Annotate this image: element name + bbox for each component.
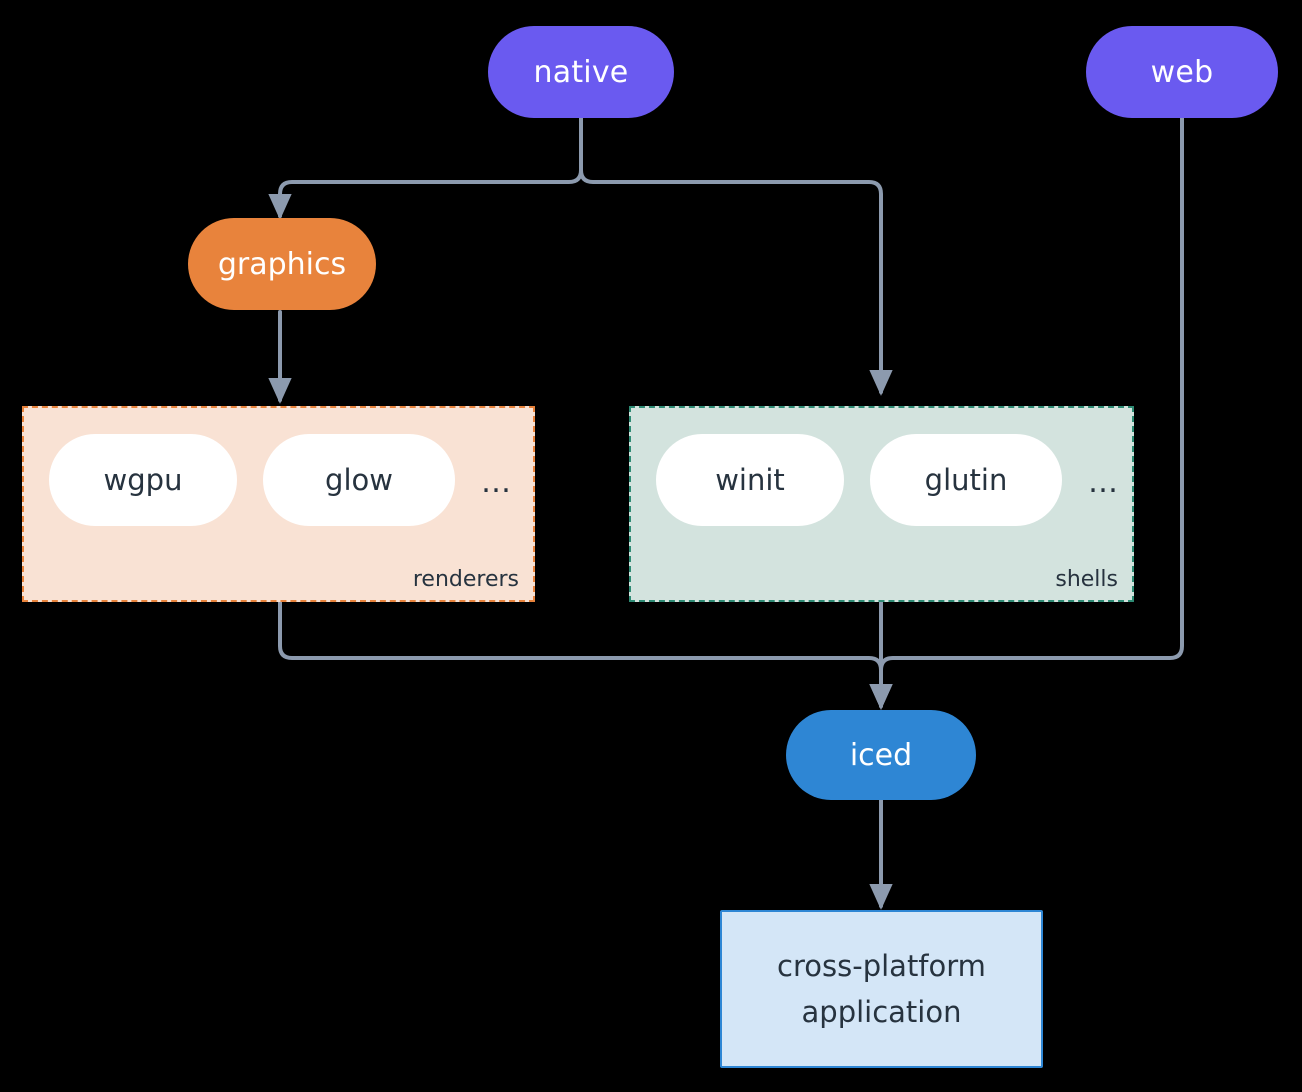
node-glow-label: glow — [325, 463, 393, 497]
application-line-1: cross-platform — [777, 948, 986, 983]
edge-web-iced — [869, 114, 1184, 710]
node-web-label: web — [1150, 54, 1214, 90]
shells-overflow-ellipsis: … — [1088, 465, 1118, 500]
node-winit[interactable]: winit — [656, 434, 844, 526]
node-native[interactable]: native — [488, 26, 674, 118]
application-line-2: application — [801, 995, 962, 1029]
renderers-overflow-ellipsis: … — [481, 465, 511, 500]
cluster-renderers-label: renderers — [412, 567, 519, 592]
edge-native-shells — [579, 114, 893, 396]
node-iced-label: iced — [849, 737, 913, 773]
cluster-shells-label: shells — [1055, 567, 1118, 592]
node-winit-label: winit — [715, 463, 785, 497]
node-wgpu-label: wgpu — [103, 463, 183, 497]
node-glow[interactable]: glow — [263, 434, 455, 526]
node-cross-platform-application[interactable]: cross-platform application — [720, 910, 1043, 1068]
node-graphics[interactable]: graphics — [188, 218, 376, 310]
node-iced[interactable]: iced — [786, 710, 976, 800]
node-native-label: native — [533, 54, 629, 90]
node-glutin[interactable]: glutin — [870, 434, 1062, 526]
edge-renderers-iced — [278, 600, 893, 710]
edge-native-bus — [268, 114, 583, 220]
node-wgpu[interactable]: wgpu — [49, 434, 237, 526]
node-web[interactable]: web — [1086, 26, 1278, 118]
node-glutin-label: glutin — [924, 463, 1008, 497]
node-graphics-label: graphics — [217, 246, 347, 282]
